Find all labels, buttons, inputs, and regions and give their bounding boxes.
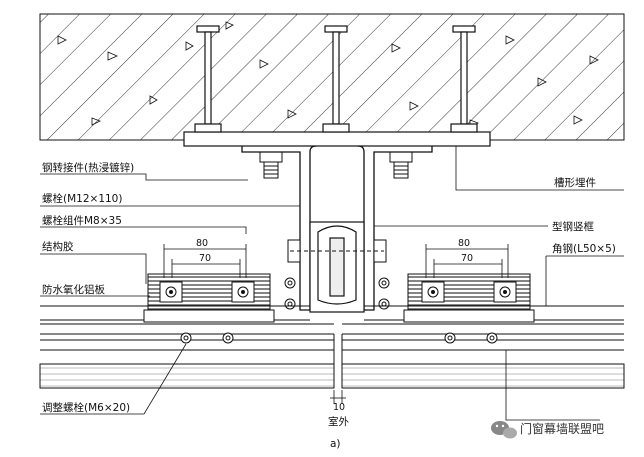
dimension-lines xyxy=(163,244,509,278)
label-channel-embed: 槽形埋件 xyxy=(554,177,596,189)
figure-label: a) xyxy=(330,438,341,450)
label-bolt-assembly: 螺栓组件M8×35 xyxy=(42,214,122,227)
t-bolt-left xyxy=(259,151,283,179)
gap-dimension xyxy=(330,390,346,404)
channel-embed-plate xyxy=(183,131,491,147)
dim-left-80: 80 xyxy=(196,238,208,249)
leader-lines-right xyxy=(374,146,624,421)
embedded-anchor-middle xyxy=(322,25,350,133)
dim-right-70: 70 xyxy=(461,253,473,264)
concrete-slab xyxy=(39,13,625,141)
steel-adapter-bracket xyxy=(241,145,433,311)
label-adjust-bolt: 调整螺栓(M6×20) xyxy=(42,401,130,414)
dim-left-70: 70 xyxy=(199,253,211,264)
bolt-block-right xyxy=(403,273,535,323)
label-steel-adapter: 钢转接件(热浸镀锌) xyxy=(42,161,134,174)
t-bolt-right xyxy=(389,151,413,179)
adjust-bolts-m6 xyxy=(180,332,498,344)
watermark-text: 门窗幕墙联盟吧 xyxy=(520,421,604,436)
bolt-block-left xyxy=(143,273,275,323)
steel-mullion xyxy=(309,221,365,313)
outdoor-label: 室外 xyxy=(328,415,349,428)
embedded-anchor-left xyxy=(194,25,222,133)
through-bolt-m12 xyxy=(287,239,387,263)
label-bolt-m12: 螺栓(M12×110) xyxy=(42,192,122,205)
embedded-anchor-right xyxy=(450,25,478,133)
dim-right-80: 80 xyxy=(458,238,470,249)
grade-base xyxy=(39,363,625,389)
label-anodized-panel: 防水氧化铝板 xyxy=(42,283,105,296)
dim-gap-10: 10 xyxy=(333,402,345,413)
label-steel-mullion: 型钢竖框 xyxy=(552,220,594,233)
leader-lines-left xyxy=(40,173,300,415)
label-structural-glue: 结构胶 xyxy=(42,240,74,253)
label-angle-steel: 角钢(L50×5) xyxy=(552,242,616,255)
wechat-icon xyxy=(491,421,517,439)
